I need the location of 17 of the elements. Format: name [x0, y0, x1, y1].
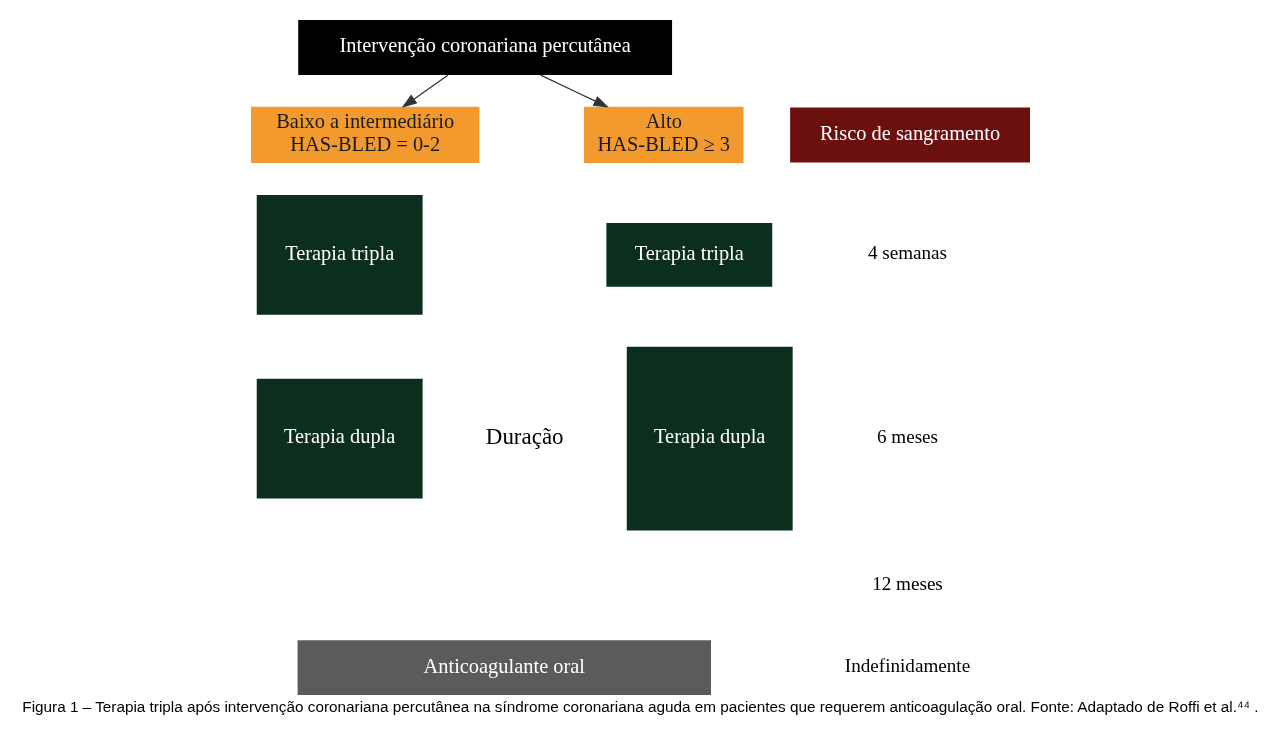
label: Indefinidamente — [844, 655, 971, 677]
label: Duração — [485, 424, 564, 450]
caption: Figura 1 – Terapia tripla após intervenção coronariana percutânea na síndrome coronariana aguda em pacientes que requerem anticoagulação oral. Fonte: Adaptado de Roffi et al.⁴⁴ . — [22, 698, 1259, 716]
node-box: Alto HAS-BLED ≥ 3 — [584, 106, 744, 163]
arrow — [401, 74, 449, 108]
node-box: Terapia dupla — [256, 378, 423, 499]
node-box: Anticoagulante oral — [297, 640, 711, 696]
node-box: Baixo a intermediário HAS-BLED = 0-2 — [251, 106, 480, 163]
node-box: Intervenção coronariana percutânea — [298, 20, 673, 75]
node-box: Risco de sangramento — [790, 107, 1030, 163]
label: 12 meses — [872, 572, 943, 594]
label: 4 semanas — [867, 242, 948, 264]
arrow — [540, 74, 609, 108]
node-box: Terapia tripla — [606, 223, 773, 287]
node-box: Terapia tripla — [256, 194, 423, 315]
label: 6 meses — [876, 426, 939, 448]
node-box: Terapia dupla — [626, 346, 793, 531]
